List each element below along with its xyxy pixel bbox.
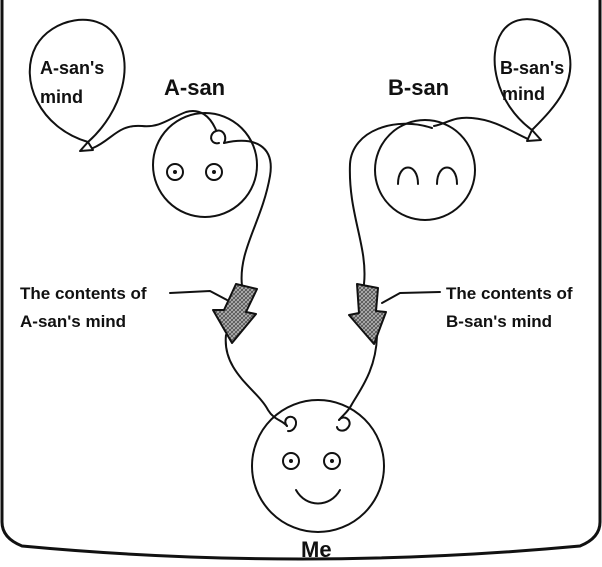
b-san-name-label: B-san [388, 75, 449, 100]
a-san-left-pupil [173, 170, 177, 174]
me-right-pupil [330, 459, 334, 463]
a-san-name-label: A-san [164, 75, 225, 100]
b-san-balloon-knot [526, 129, 542, 142]
b-san-balloon-label-line2: mind [502, 84, 545, 104]
a-san-right-pupil [212, 170, 216, 174]
b-san-group [338, 18, 572, 421]
b-san-to-me-thread [338, 335, 378, 421]
me-group [251, 399, 385, 533]
me-head [251, 399, 385, 533]
b-san-contents-arrow-icon [348, 283, 387, 345]
me-name-label: Me [301, 537, 332, 562]
a-san-thread [223, 139, 272, 287]
b-san-head [374, 119, 476, 221]
me-left-swirl [284, 415, 298, 433]
a-san-balloon-knot [79, 141, 94, 152]
b-san-callout-line2: B-san's mind [446, 312, 552, 331]
b-san-left-eye-icon [397, 166, 419, 185]
a-san-left-eye-icon [166, 163, 184, 181]
b-san-balloon-label-line1: B-san's [500, 58, 564, 78]
me-left-eye-icon [282, 452, 300, 470]
b-san-balloon-string [433, 116, 529, 140]
a-san-callout-line2: A-san's mind [20, 312, 126, 331]
a-san-balloon [28, 18, 126, 143]
a-san-group [28, 18, 288, 427]
a-san-balloon-string [92, 110, 217, 149]
a-san-swirl [210, 129, 227, 145]
a-san-callout-line [169, 290, 228, 301]
b-san-balloon [493, 18, 572, 131]
a-san-head [152, 112, 258, 218]
me-left-pupil [289, 459, 293, 463]
me-right-eye-icon [323, 452, 341, 470]
me-smile-icon [295, 489, 341, 505]
a-san-balloon-label-line2: mind [40, 87, 83, 107]
me-right-swirl [336, 416, 351, 432]
a-san-right-eye-icon [205, 163, 223, 181]
a-san-balloon-label-line1: A-san's [40, 58, 104, 78]
a-san-callout-line1: The contents of [20, 284, 147, 303]
b-san-callout-line1: The contents of [446, 284, 573, 303]
a-san-contents-arrow-icon [212, 283, 258, 344]
a-san-to-me-thread [224, 334, 288, 427]
b-san-thread [348, 122, 433, 285]
b-san-right-eye-icon [436, 166, 458, 185]
b-san-callout-line [381, 291, 441, 304]
